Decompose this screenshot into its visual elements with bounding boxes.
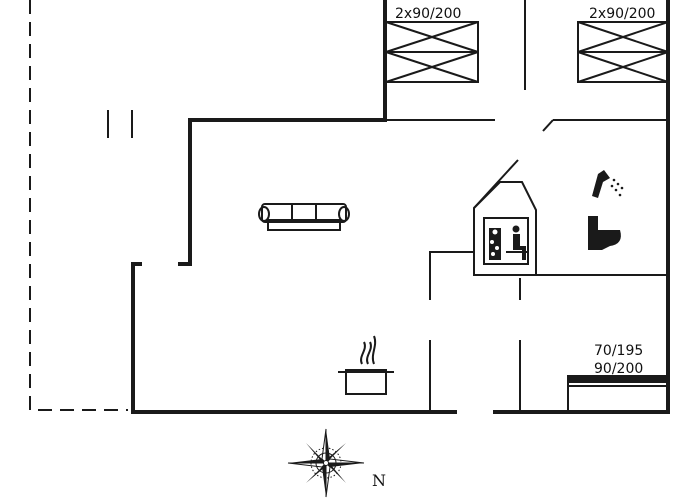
sofa-icon xyxy=(258,203,350,231)
bedroom-left-bed-label: 2x90/200 xyxy=(395,6,461,22)
bed-icon xyxy=(385,21,479,83)
walls xyxy=(131,0,670,414)
sauna-room xyxy=(473,181,537,276)
toilet-icon xyxy=(588,216,621,250)
compass-north-label: N xyxy=(372,471,386,490)
small-room-bed-label-2: 90/200 xyxy=(594,361,643,377)
small-room-bed-label-1: 70/195 xyxy=(594,343,643,359)
shower-icon xyxy=(592,170,624,198)
sauna-icon xyxy=(489,225,528,260)
terrace-outline xyxy=(29,0,133,411)
compass-rose-icon xyxy=(287,428,365,498)
bedroom-right-bed-label: 2x90/200 xyxy=(589,6,655,22)
bed-icon xyxy=(577,21,669,83)
bed-icon xyxy=(567,375,669,413)
cooking-pot-icon xyxy=(338,335,394,395)
